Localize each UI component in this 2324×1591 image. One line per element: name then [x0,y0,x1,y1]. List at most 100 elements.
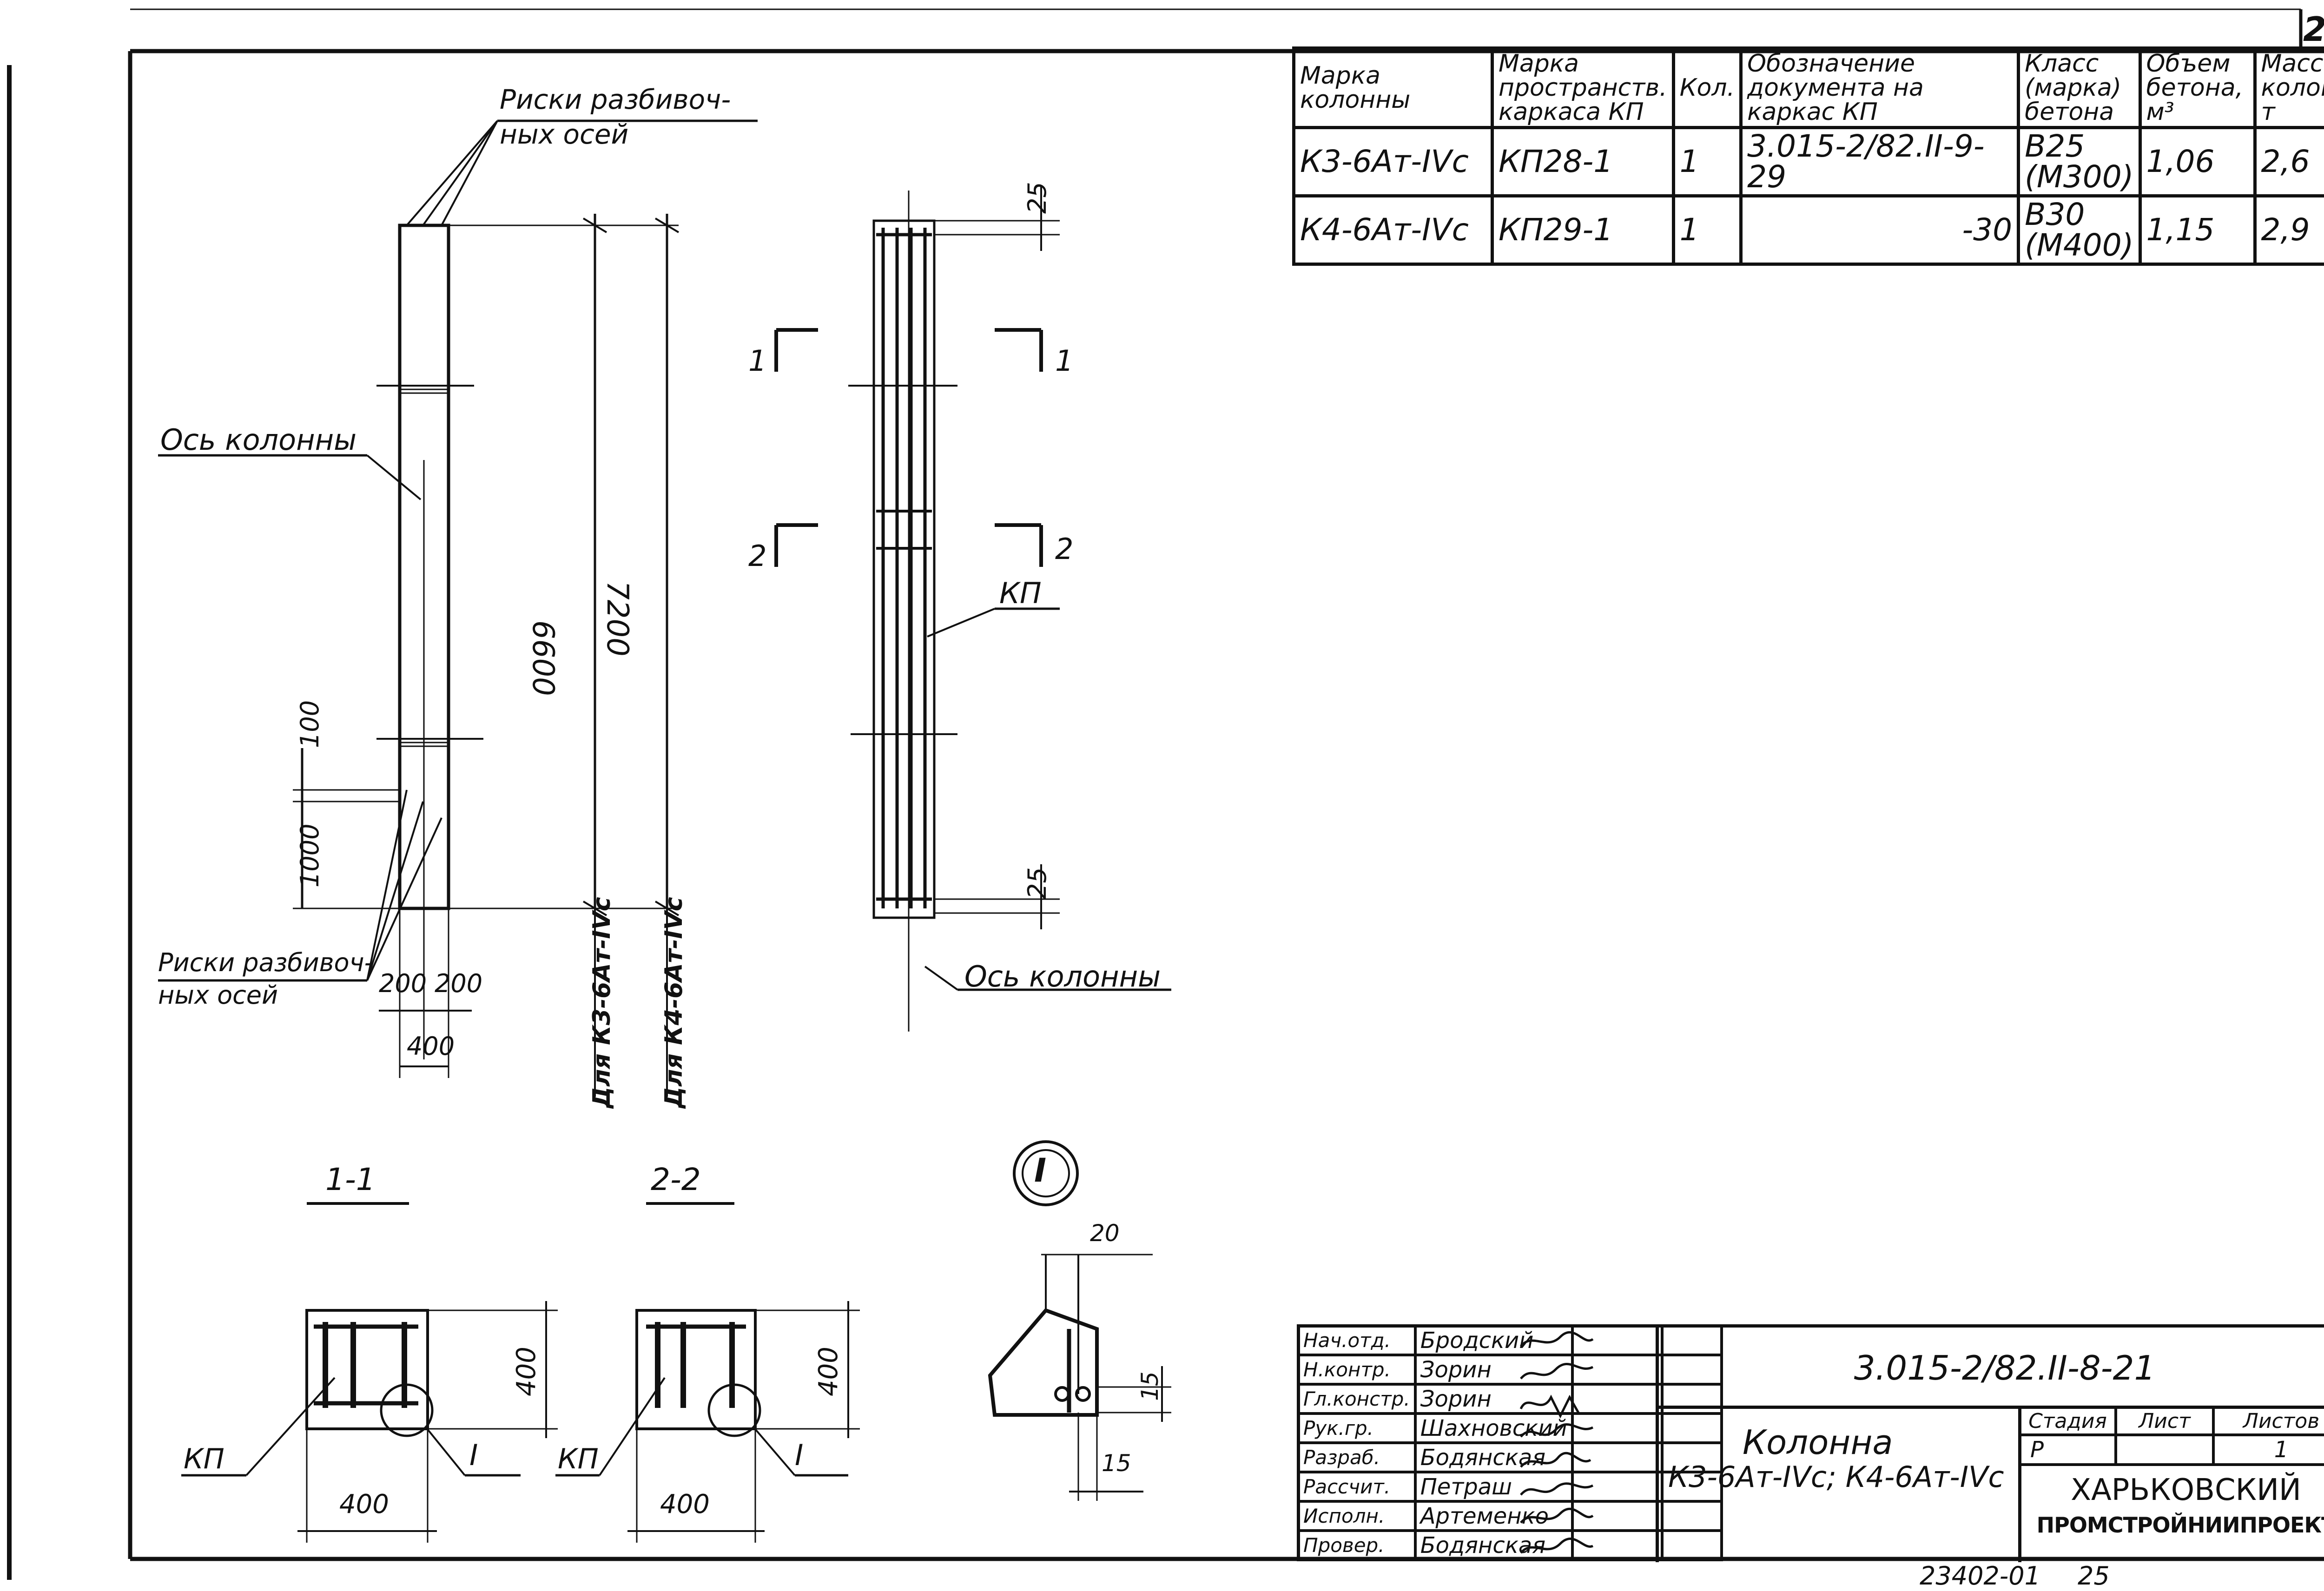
cell-volume: 1,15 [2138,194,2257,266]
section-2-mark-left: 2 [748,539,767,573]
document-code: 3.015-2/82.II-8-21 [1659,1328,2324,1409]
header-volume: Объем бетона, м³ [2138,46,2257,129]
role: Разраб. [1297,1441,1417,1473]
organization-line1: ХАРЬКОВСКИЙ [2071,1473,2301,1507]
class-value: В25 [2025,128,2085,164]
section-1-mark-right: 1 [1055,344,1074,378]
cell-mass: 2,9 [2253,194,2324,266]
s1-kp-label: КП [184,1443,224,1475]
s1-detail-label: I [469,1438,478,1472]
signature [1571,1529,1664,1561]
stage-header: Стадия [2018,1406,2117,1436]
risks-label-bottom-1: Риски разбивоч- [158,948,373,977]
header-mass: Масса колонны, т [2253,46,2324,129]
signer-name: Петраш [1413,1471,1574,1503]
product-name-line2: К3-6Ат-IVс; К4-6Ат-IVс [1668,1460,2004,1494]
sheets-value: 1 [2212,1433,2324,1466]
signer-name: Бодянская [1413,1441,1574,1473]
cell-doc: -30 [1739,194,2020,266]
signer-name: Бодянская [1413,1529,1574,1561]
section-1-mark-left: 1 [748,344,767,378]
role: Провер. [1297,1529,1417,1561]
header-doc: Обозначение документа на каркас КП [1739,46,2020,129]
footer-page: 25 [2078,1561,2110,1591]
dim-1000: 1000 [295,823,324,888]
cell-mark: К4-6Ат-IVс [1292,194,1494,266]
signer-name: Артеменко [1413,1500,1574,1532]
s2-dim-vertical: 400 [813,1347,844,1396]
cell-class: В30(М400) [2017,194,2142,266]
s1-dim-vertical: 400 [511,1347,541,1396]
dim-200-left: 200 [379,969,427,998]
role: Нач.отд. [1297,1324,1417,1356]
dim-100: 100 [295,700,324,748]
sheet-header: Лист [2114,1406,2215,1436]
for-k3-label: Для К3-6Ат-IVс [588,897,616,1108]
cell-qty: 1 [1671,194,1743,266]
role: Исполн. [1297,1500,1417,1532]
cell-class: В25(М300) [2017,126,2142,197]
date-cell [1660,1324,1723,1356]
sheet-value [2114,1433,2215,1466]
role: Рассчит. [1297,1471,1417,1503]
detail-dim-15-right: 15 [1136,1371,1163,1401]
cell-doc: 3.015-2/82.II-9-29 [1739,126,2020,197]
dim-7200: 7200 [600,581,634,657]
s1-dim-horizontal: 400 [339,1489,389,1519]
detail-dim-15-bottom: 15 [1102,1450,1131,1477]
sheet-number: 24 [2303,7,2324,51]
class-value: В30 [2025,197,2085,232]
product-name: Колонна К3-6Ат-IVс; К4-6Ат-IVс [1659,1409,2021,1562]
signer-name: Зорин [1413,1354,1574,1386]
date-cell [1660,1471,1723,1503]
dim-6600: 6600 [526,620,560,696]
column-axis-label: Ось колонны [160,423,357,457]
cell-mark: К3-6Ат-IVс [1292,126,1494,197]
cell-mass: 2,6 [2253,126,2324,197]
s2-kp-label: КП [558,1443,599,1475]
signature-table: Нач.отд.Бродский Н.контр.Зорин Гл.констр… [1297,1324,1723,1561]
kp-label: КП [999,576,1042,610]
header-frame-mark: Марка пространств. каркаса КП [1491,46,1675,129]
s2-detail-label: I [795,1438,804,1472]
cell-frame: КП29-1 [1491,194,1675,266]
spec-table-header: Марка колонны Марка пространств. каркаса… [1292,46,2324,129]
cell-volume: 1,06 [2138,126,2257,197]
organization-line2: ПРОМСТРОЙНИИПРОЕКТ [2036,1512,2324,1538]
risks-label-bottom-2: ных осей [158,980,278,1010]
s2-dim-horizontal: 400 [660,1489,710,1519]
signer-name: Шахновский [1413,1412,1574,1444]
signer-name: Бродский [1413,1324,1574,1356]
title-block: Нач.отд.Бродский Н.контр.Зорин Гл.констр… [1297,1324,2324,1562]
risks-label-top-1: Риски разбивоч- [500,84,731,115]
title-block-main: 3.015-2/82.II-8-21 Колонна К3-6Ат-IVс; К… [1656,1328,2324,1562]
signature [1571,1441,1664,1473]
sheets-header: Листов [2212,1406,2324,1436]
column-axis-label-right: Ось колонны [964,960,1161,993]
dim-400: 400 [407,1032,455,1061]
header-column-mark: Марка колонны [1292,46,1494,129]
signature-scribbles [1519,1331,1594,1554]
dim-25-bottom: 25 [1023,867,1052,899]
date-cell [1660,1500,1723,1532]
date-cell [1660,1354,1723,1386]
date-cell [1660,1412,1723,1444]
cell-qty: 1 [1671,126,1743,197]
stage-value: Р [2018,1433,2117,1466]
risks-label-top-2: ных осей [500,118,629,150]
cell-frame: КП28-1 [1491,126,1675,197]
grade-value: (М400) [2025,227,2134,263]
date-cell [1660,1383,1723,1415]
section-2-title: 2-2 [651,1162,701,1197]
stage-table: Стадия Лист Листов Р 1 [2018,1406,2324,1466]
section-1-title: 1-1 [325,1162,376,1197]
signer-name: Зорин [1413,1383,1574,1415]
signature [1571,1383,1664,1415]
for-k4-label: Для К4-6Ат-IVс [660,897,688,1108]
detail-i-mark: I [1034,1151,1047,1190]
role: Н.контр. [1297,1354,1417,1386]
organization: ХАРЬКОВСКИЙ ПРОМСТРОЙНИИПРОЕКТ [2021,1472,2324,1541]
dim-200-right: 200 [435,969,483,998]
table-row: К3-6Ат-IVс КП28-1 1 3.015-2/82.II-9-29 В… [1292,126,2324,197]
